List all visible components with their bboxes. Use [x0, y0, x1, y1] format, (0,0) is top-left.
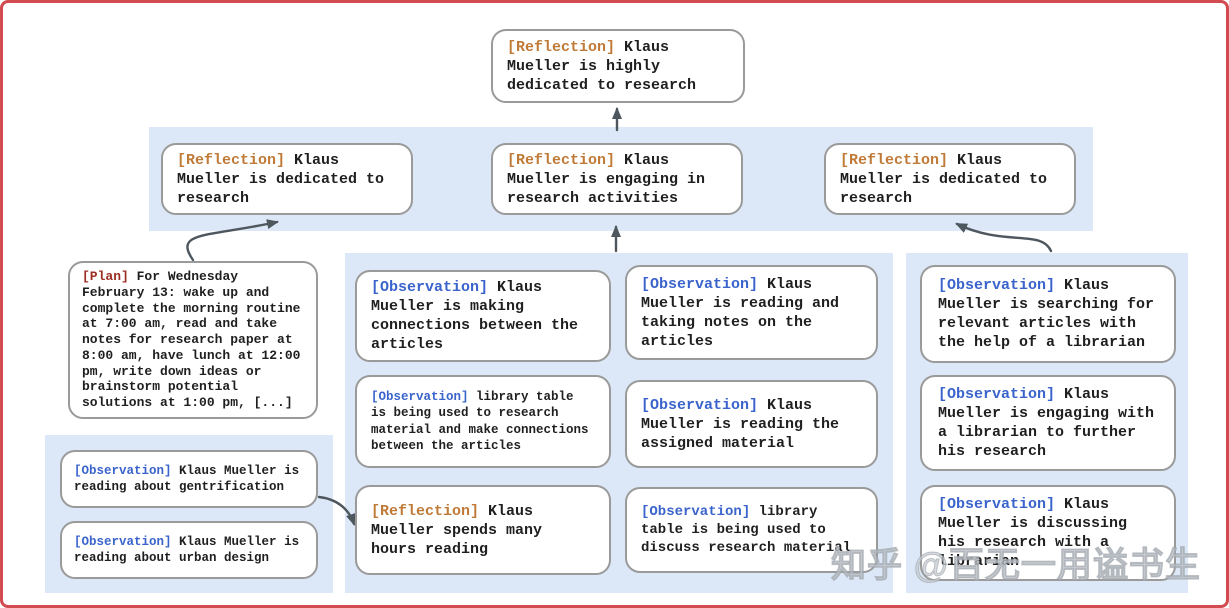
node-content: [Reflection] Klaus Mueller is dedicated …	[177, 151, 397, 208]
node-content: [Reflection] Klaus Mueller is dedicated …	[840, 151, 1060, 208]
node-tag: [Reflection]	[507, 38, 616, 56]
zhihu-watermark: 知乎 @百无一用谥书生	[831, 546, 1201, 586]
node-observation-library-table-discuss: [Observation] library table is being use…	[625, 487, 878, 573]
node-text: Klaus Mueller is engaging in research ac…	[507, 151, 706, 207]
node-reflection-engaging: [Reflection] Klaus Mueller is engaging i…	[491, 143, 743, 215]
arrow-plan-to-left-reflection	[186, 219, 279, 262]
node-plan-wednesday: [Plan] For Wednesday February 13: wake u…	[68, 261, 318, 419]
node-reflection-dedicated-right: [Reflection] Klaus Mueller is dedicated …	[824, 143, 1076, 215]
node-text: Klaus Mueller is searching for relevant …	[938, 277, 1155, 351]
node-tag: [Observation]	[74, 464, 172, 478]
node-content: [Observation] Klaus Mueller is discussin…	[938, 495, 1158, 571]
node-observation-engaging-librarian: [Observation] Klaus Mueller is engaging …	[920, 375, 1176, 471]
node-tag: [Plan]	[82, 268, 129, 284]
node-tag: [Observation]	[938, 386, 1056, 403]
node-text: Klaus Mueller is engaging with a librari…	[938, 386, 1155, 460]
node-content: [Observation] Klaus Mueller is reading a…	[74, 463, 304, 495]
node-content: [Plan] For Wednesday February 13: wake u…	[82, 269, 304, 411]
node-text: For Wednesday February 13: wake up and c…	[82, 268, 301, 411]
node-content: [Reflection] Klaus Mueller spends many h…	[371, 502, 595, 559]
node-tag: [Reflection]	[840, 151, 949, 169]
node-tag: [Observation]	[641, 396, 759, 414]
node-observation-assigned-material: [Observation] Klaus Mueller is reading t…	[625, 380, 878, 468]
node-content: [Observation] Klaus Mueller is reading a…	[641, 275, 862, 351]
node-content: [Observation] Klaus Mueller is reading t…	[641, 396, 862, 453]
connector-arrows	[186, 107, 1053, 526]
node-text: Klaus Mueller spends many hours reading	[371, 502, 543, 558]
node-text: Klaus Mueller is highly dedicated to res…	[507, 38, 697, 94]
node-observation-urban-design: [Observation] Klaus Mueller is reading a…	[60, 521, 318, 579]
node-content: [Observation] Klaus Mueller is reading a…	[74, 534, 304, 566]
arrow-rightband-to-right-reflection	[955, 222, 1053, 253]
node-tag: [Observation]	[938, 496, 1056, 513]
node-text: Klaus Mueller is reading and taking note…	[641, 275, 840, 350]
node-text: Klaus Mueller is making connections betw…	[371, 279, 579, 353]
node-observation-library-table-research: [Observation] library table is being use…	[355, 375, 611, 468]
node-observation-searching-articles: [Observation] Klaus Mueller is searching…	[920, 265, 1176, 363]
node-tag: [Observation]	[371, 279, 489, 296]
node-tag: [Reflection]	[507, 151, 616, 169]
node-content: [Observation] Klaus Mueller is engaging …	[938, 385, 1158, 461]
node-reflection-highly-dedicated: [Reflection] Klaus Mueller is highly ded…	[491, 29, 745, 103]
node-observation-discussing-research: [Observation] Klaus Mueller is discussin…	[920, 485, 1176, 581]
node-tag: [Reflection]	[371, 502, 480, 520]
node-tag: [Reflection]	[177, 151, 286, 169]
node-text: Klaus Mueller is reading the assigned ma…	[641, 396, 840, 452]
node-text: Klaus Mueller is reading about urban des…	[74, 535, 300, 565]
node-text: Klaus Mueller is reading about gentrific…	[74, 464, 300, 494]
node-tag: [Observation]	[938, 277, 1056, 294]
node-text: library table is being used to discuss r…	[641, 504, 852, 556]
node-reflection-dedicated-left: [Reflection] Klaus Mueller is dedicated …	[161, 143, 413, 215]
arrow-leftobs-to-reading-reflection	[317, 495, 356, 526]
node-observation-taking-notes: [Observation] Klaus Mueller is reading a…	[625, 265, 878, 360]
node-text: Klaus Mueller is discussing his research…	[938, 496, 1128, 570]
node-observation-making-connections: [Observation] Klaus Mueller is making co…	[355, 270, 611, 362]
node-content: [Observation] library table is being use…	[371, 389, 595, 454]
node-tag: [Observation]	[74, 535, 172, 549]
node-tag: [Observation]	[641, 504, 751, 520]
node-tag: [Observation]	[371, 389, 469, 404]
node-content: [Observation] library table is being use…	[641, 503, 862, 557]
node-content: [Observation] Klaus Mueller is searching…	[938, 276, 1158, 352]
node-observation-gentrification: [Observation] Klaus Mueller is reading a…	[60, 450, 318, 508]
node-reflection-spends-hours-reading: [Reflection] Klaus Mueller spends many h…	[355, 485, 611, 575]
node-content: [Reflection] Klaus Mueller is engaging i…	[507, 151, 727, 208]
node-text: Klaus Mueller is dedicated to research	[840, 151, 1048, 207]
node-content: [Observation] Klaus Mueller is making co…	[371, 278, 595, 354]
node-tag: [Observation]	[641, 275, 759, 293]
node-content: [Reflection] Klaus Mueller is highly ded…	[507, 38, 729, 95]
node-text: library table is being used to research …	[371, 389, 589, 453]
node-text: Klaus Mueller is dedicated to research	[177, 151, 385, 207]
